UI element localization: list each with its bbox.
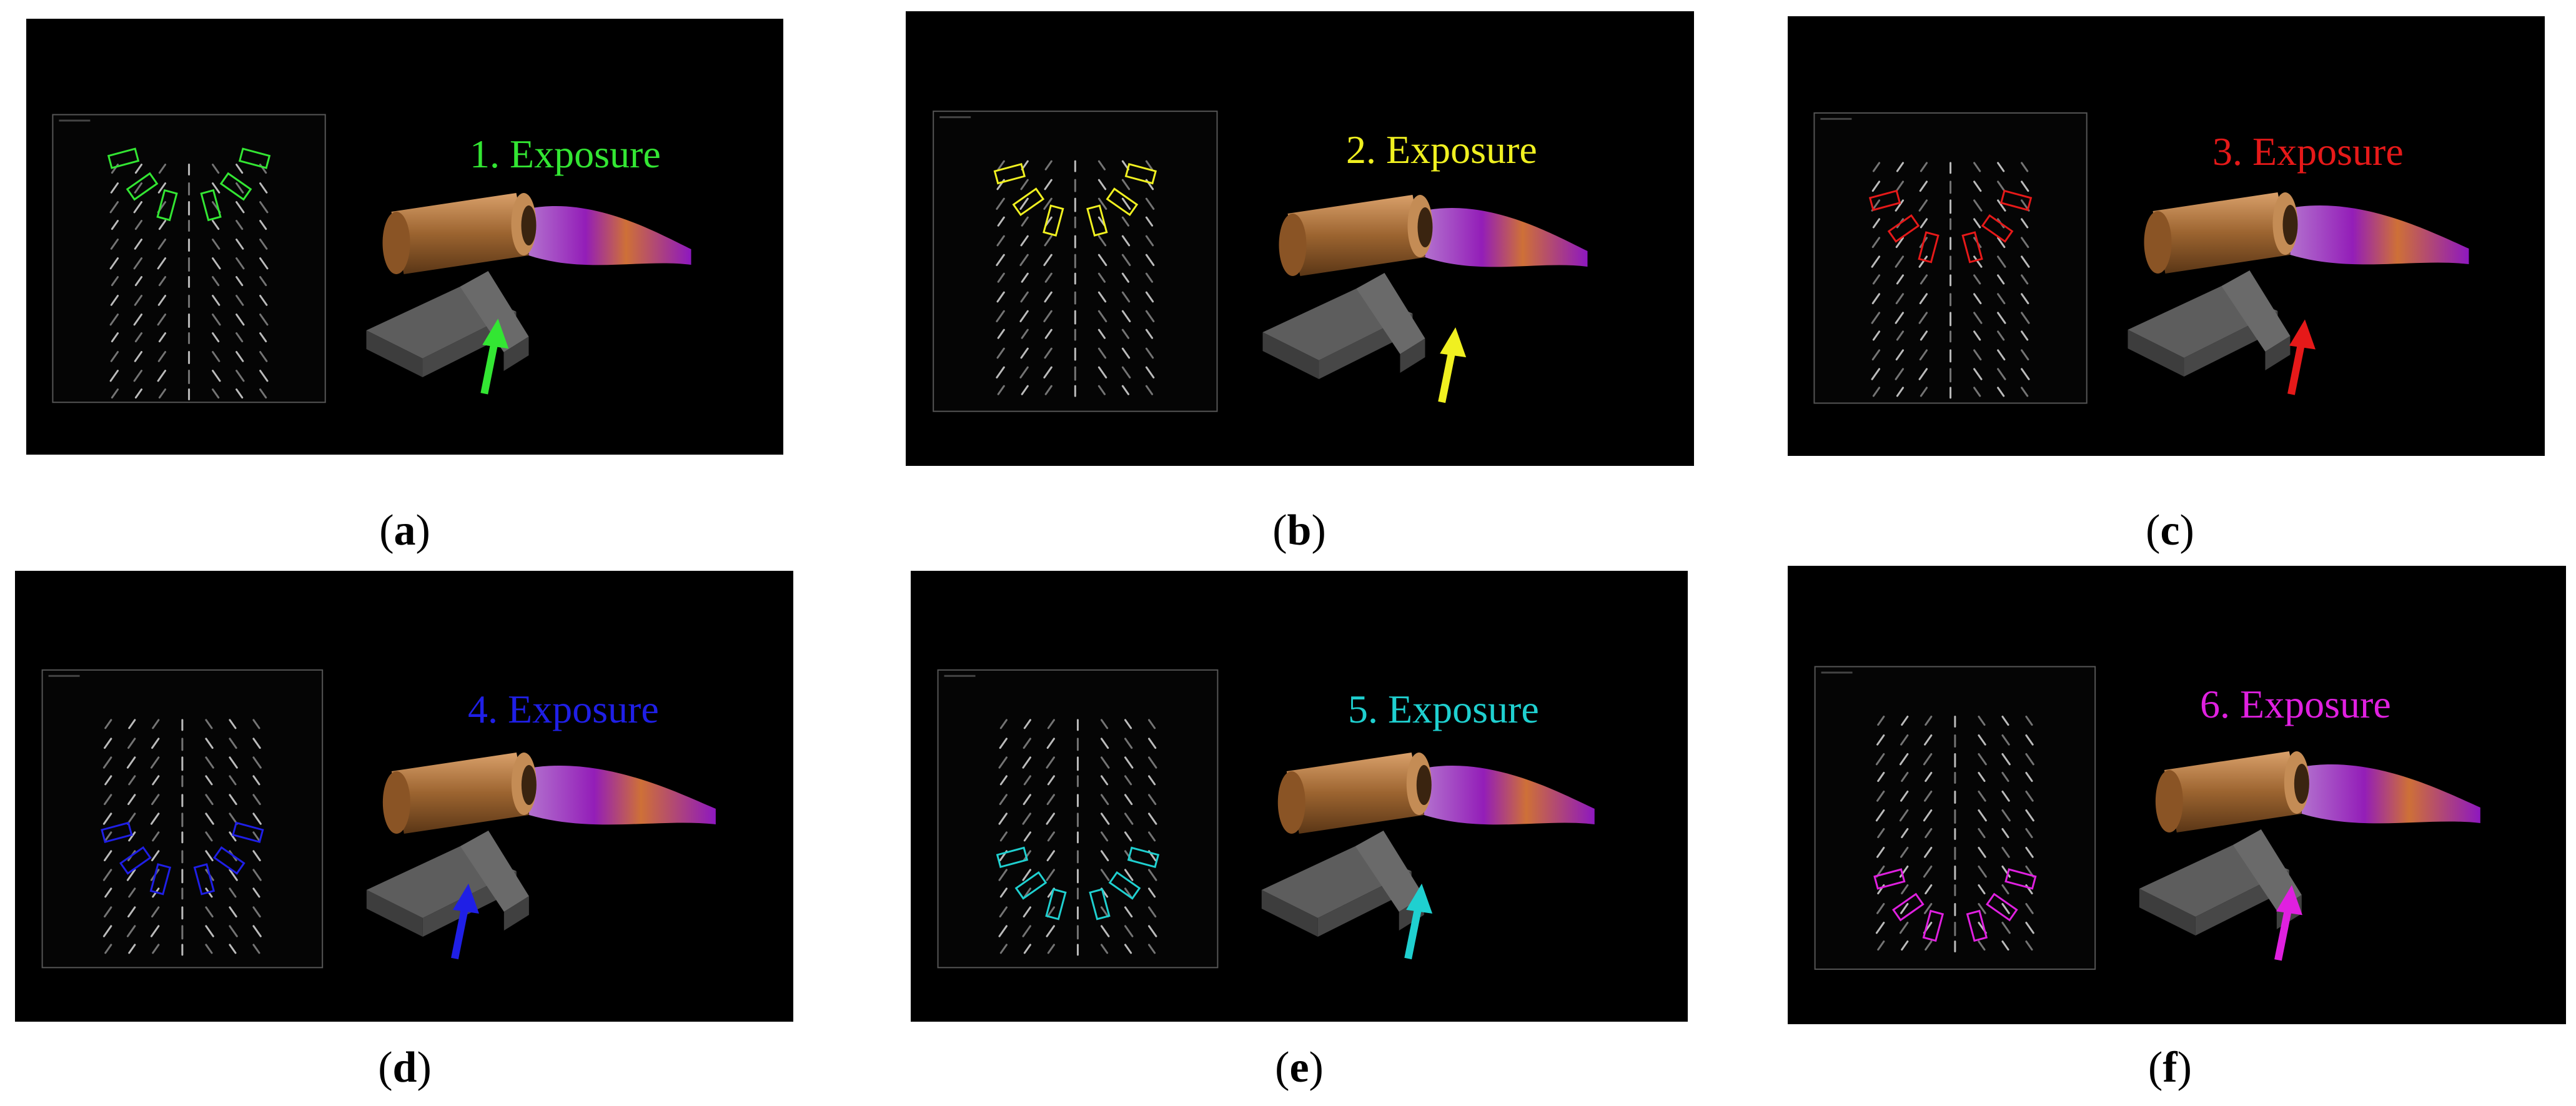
caption-d: (d) xyxy=(378,1044,432,1092)
caption-f: (f) xyxy=(2148,1044,2192,1092)
panel-b-scene xyxy=(933,111,1588,412)
panel-a-scene xyxy=(52,114,691,403)
panel-d-scene xyxy=(41,669,716,969)
exposure-label-b: 2. Exposure xyxy=(1346,127,1537,172)
caption-e: (e) xyxy=(1275,1044,1324,1092)
panel-f-scene xyxy=(1814,666,2480,970)
panel-e-scene xyxy=(937,669,1595,969)
exposure-label-a: 1. Exposure xyxy=(470,132,661,176)
exposure-label-c: 3. Exposure xyxy=(2212,129,2404,174)
caption-c: (c) xyxy=(2146,506,2194,555)
panel-b: 2. Exposure xyxy=(906,11,1694,466)
caption-b: (b) xyxy=(1272,506,1326,555)
panel-c: 3. Exposure xyxy=(1788,16,2545,456)
exposure-label-e: 5. Exposure xyxy=(1348,687,1539,731)
exposure-label-f: 6. Exposure xyxy=(2200,682,2391,726)
panel-c-scene xyxy=(1813,112,2469,404)
exposure-label-d: 4. Exposure xyxy=(468,687,659,731)
caption-a: (a) xyxy=(379,506,430,555)
panel-a: 1. Exposure xyxy=(26,19,783,455)
panel-e: 5. Exposure xyxy=(911,571,1688,1022)
panel-f: 6. Exposure xyxy=(1788,566,2566,1024)
panel-d: 4. Exposure xyxy=(15,571,793,1022)
